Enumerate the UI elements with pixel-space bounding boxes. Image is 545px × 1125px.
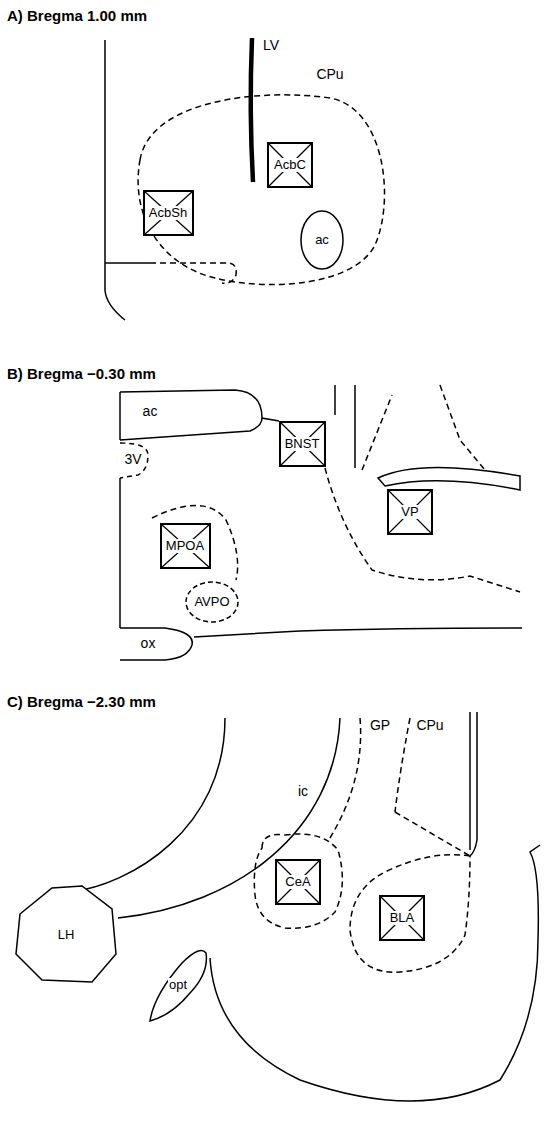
lateral-ventricle [251, 38, 253, 182]
site-cross [144, 191, 193, 235]
ellipse-outline [186, 582, 238, 622]
internal-capsule-edge [118, 718, 340, 918]
tissue-edge [105, 262, 150, 264]
amygdala-border [350, 855, 470, 972]
region-border [395, 718, 410, 812]
region-border [362, 395, 392, 470]
region-name: BLA [389, 911, 416, 925]
fiber-bundle [378, 467, 520, 490]
brain-surface [210, 845, 540, 1101]
ventricle-wall [354, 385, 356, 468]
site-square [161, 524, 210, 568]
site-cross [280, 422, 325, 466]
region-name: opt [168, 978, 188, 992]
amygdala-border [254, 834, 342, 928]
site-box: AcbC [267, 142, 313, 188]
midline [119, 392, 121, 440]
site-cross [388, 490, 432, 534]
site-square [380, 896, 424, 940]
region-border [330, 718, 361, 838]
region-name: AcbC [273, 158, 307, 172]
brain-surface [194, 628, 522, 637]
site-cross [276, 860, 320, 904]
accumbens-border [138, 95, 384, 285]
site-box: VP [387, 489, 433, 535]
site-cross [276, 860, 320, 904]
site-cross [144, 191, 193, 235]
site-square [280, 422, 325, 466]
hypothalamus-outline: LH [12, 884, 120, 986]
site-box: MPOA [160, 523, 211, 569]
midline [105, 40, 125, 320]
structure-label: 3V [123, 452, 142, 467]
shape-outline [150, 951, 206, 1021]
structure-label: GP [369, 718, 391, 733]
site-cross [161, 524, 210, 568]
structure-label: ac [142, 404, 159, 419]
site-cross [380, 896, 424, 940]
site-cross [380, 896, 424, 940]
ventricle-wall [334, 385, 336, 415]
region-name: VP [400, 505, 419, 519]
commissure-outline [120, 418, 262, 440]
site-box: AcbSh [143, 190, 194, 236]
optic-tract: opt [146, 945, 210, 1025]
ventricle-wall [469, 712, 471, 850]
region-name: BNST [284, 437, 321, 451]
commissure-ellipse: ac [300, 210, 344, 270]
internal-capsule-edge [70, 718, 225, 892]
site-cross [388, 490, 432, 534]
ellipse-outline [301, 211, 343, 269]
region-name: CeA [284, 875, 311, 889]
commissure-outline [120, 390, 279, 421]
site-cross [268, 143, 312, 187]
ventricle-border [120, 443, 148, 478]
structure-label: LV [262, 38, 280, 53]
panel-title: B) Bregma −0.30 mm [6, 366, 157, 383]
site-cross [280, 422, 325, 466]
structure-label: CPu [315, 67, 344, 82]
site-cross [161, 524, 210, 568]
region-name: LH [57, 928, 76, 942]
region-name: ac [314, 233, 330, 247]
region-border [152, 505, 238, 580]
structure-label: ic [297, 784, 309, 799]
ventricle-wall [470, 712, 477, 856]
panel-title: A) Bregma 1.00 mm [6, 8, 148, 25]
region-name: MPOA [165, 539, 205, 553]
region-name: AcbSh [148, 206, 188, 220]
site-square [276, 860, 320, 904]
region-border [325, 468, 520, 592]
site-square [144, 191, 193, 235]
region-name: AVPO [193, 595, 230, 609]
structure-label: CPu [415, 718, 444, 733]
site-box: BLA [379, 895, 425, 941]
nucleus-ellipse: AVPO [185, 581, 239, 623]
site-cross [268, 143, 312, 187]
site-square [268, 143, 312, 187]
region-border [440, 385, 485, 470]
structure-label: ox [140, 636, 157, 651]
shape-outline [16, 886, 116, 982]
site-square [388, 490, 432, 534]
region-border [395, 812, 470, 856]
optic-chiasm [120, 628, 192, 660]
midline [119, 478, 121, 628]
site-box: BNST [279, 421, 326, 467]
panel-title: C) Bregma −2.30 mm [6, 694, 157, 711]
site-box: CeA [275, 859, 321, 905]
